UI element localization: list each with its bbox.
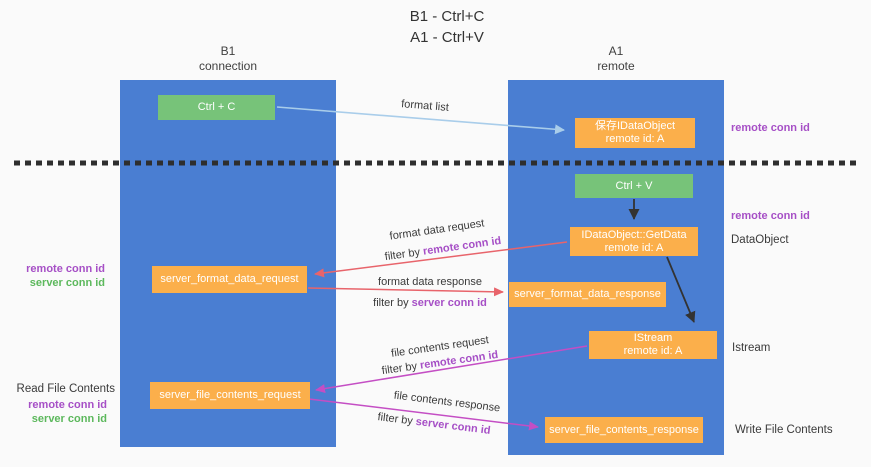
lane-header-right: A1 remote — [508, 44, 724, 74]
file-contents-response-label: file contents response — [393, 389, 501, 415]
server-file-contents-request-box: server_file_contents_request — [150, 382, 310, 409]
filter-by-text: filter by — [373, 297, 412, 309]
idataobject-getdata-line2: remote id: A — [604, 241, 664, 254]
format-response-filter-label: filter by server conn id — [373, 297, 487, 309]
server-file-contents-request-label: server_file_contents_request — [159, 389, 301, 401]
lane-header-left: B1 connection — [120, 44, 336, 74]
left-server-conn-id-annotation-file: server conn id — [31, 413, 107, 425]
format-response-arrow — [307, 287, 504, 297]
ctrl-v-label: Ctrl + V — [615, 179, 653, 192]
dataobject-annotation: DataObject — [731, 234, 789, 246]
ctrl-c-box: Ctrl + C — [158, 95, 275, 120]
istream-line1: IStream — [633, 332, 673, 344]
file-response-filter-label: filter by server conn id — [377, 411, 491, 437]
filter-by-text: filter by — [376, 411, 417, 428]
format-data-response-label: format data response — [378, 276, 482, 288]
server-format-data-request-label: server_format_data_request — [160, 273, 299, 285]
save-idataobject-line2: remote id: A — [605, 133, 665, 145]
server-conn-id-text: server conn id — [415, 415, 492, 437]
title-line-1: B1 - Ctrl+C — [409, 8, 485, 25]
write-file-contents-annotation: Write File Contents — [735, 424, 833, 436]
read-file-contents-annotation: Read File Contents — [16, 383, 115, 395]
filter-by-text: filter by — [384, 245, 424, 264]
server-file-contents-response-label: server_file_contents_response — [549, 423, 699, 436]
title-line-2: A1 - Ctrl+V — [410, 29, 484, 46]
lane-right-title: A1 — [608, 44, 624, 58]
istream-annotation: Istream — [732, 342, 771, 354]
server-format-data-response-box: server_format_data_response — [509, 282, 666, 307]
lane-left-subtitle: connection — [198, 59, 258, 73]
server-format-data-request-box: server_format_data_request — [152, 266, 307, 293]
server-format-data-response-label: server_format_data_response — [514, 288, 661, 300]
server-file-contents-response-box: server_file_contents_response — [545, 417, 703, 443]
idataobject-getdata-line1: IDataObject::GetData — [581, 228, 687, 241]
ctrl-v-box: Ctrl + V — [575, 174, 693, 198]
lane-right-subtitle: remote — [597, 59, 635, 73]
istream-box: IStream remote id: A — [589, 331, 717, 359]
save-idataobject-box: 保存IDataObject remote id: A — [575, 118, 695, 148]
server-conn-id-text: server conn id — [411, 297, 487, 309]
left-remote-conn-id-annotation-format: remote conn id — [26, 263, 105, 275]
remote-conn-id-annotation-mid: remote conn id — [731, 210, 810, 222]
istream-line2: remote id: A — [623, 345, 683, 357]
lane-left-title: B1 — [220, 44, 236, 58]
left-remote-conn-id-annotation-file: remote conn id — [28, 399, 107, 411]
left-server-conn-id-annotation-format: server conn id — [29, 277, 105, 289]
remote-conn-id-text: remote conn id — [422, 234, 502, 258]
diagram-title: B1 - Ctrl+C A1 - Ctrl+V — [410, 6, 485, 48]
filter-by-text: filter by — [381, 359, 421, 378]
remote-conn-id-annotation-top: remote conn id — [731, 122, 810, 134]
save-idataobject-line1: 保存IDataObject — [594, 120, 676, 132]
format-list-label: format list — [400, 98, 450, 114]
idataobject-getdata-box: IDataObject::GetData remote id: A — [570, 227, 698, 256]
ctrl-c-label: Ctrl + C — [197, 101, 236, 113]
